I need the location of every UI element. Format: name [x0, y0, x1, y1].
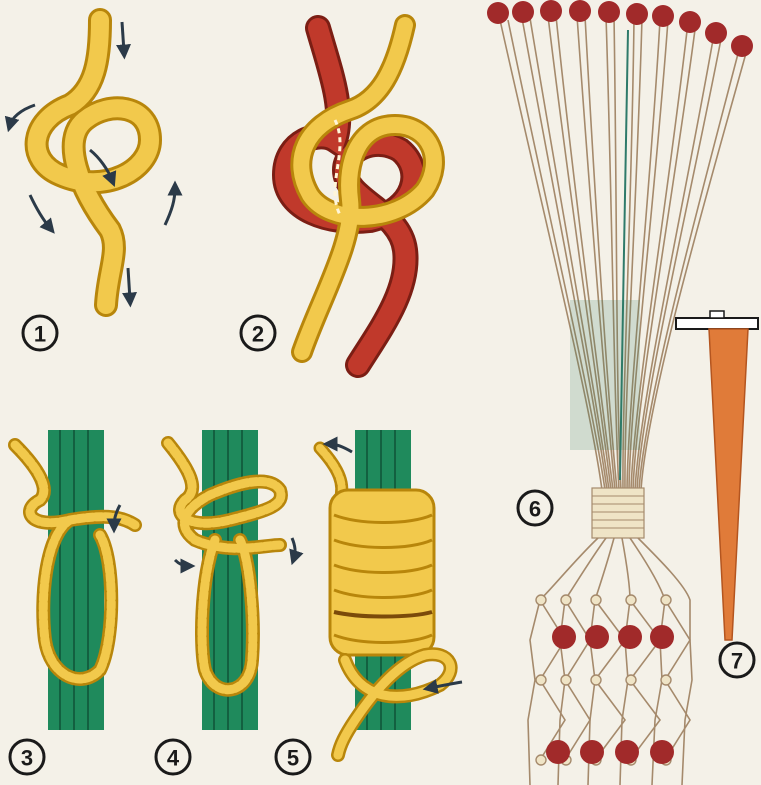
bead [650, 625, 674, 649]
knot-figure-5: 5 [276, 430, 462, 774]
figure-number-1: 1 [34, 322, 46, 347]
figure-number-5: 5 [287, 746, 299, 771]
bead [626, 3, 648, 25]
bead [618, 625, 642, 649]
net-knots [536, 595, 671, 765]
arrow-icon [165, 188, 175, 225]
bead [512, 1, 534, 23]
bead [652, 5, 674, 27]
bead [598, 1, 620, 23]
bead [585, 625, 609, 649]
knot-figure-2: 2 [241, 25, 434, 365]
figure-number-2: 2 [252, 322, 264, 347]
arrow-icon [175, 560, 188, 566]
arrow-icon [330, 444, 352, 452]
bead [580, 740, 604, 764]
arrow-icon [128, 268, 130, 300]
knot-figure-3: 3 [10, 430, 135, 774]
knot-figure-1: 1 [10, 20, 175, 350]
figure-number-6: 6 [529, 497, 541, 522]
figure-number-4: 4 [167, 746, 180, 771]
bead [552, 625, 576, 649]
bead [731, 35, 753, 57]
figure-number-7: 7 [731, 649, 743, 674]
bead [705, 22, 727, 44]
arrow-icon [292, 538, 295, 558]
peg-figure-7: 7 [676, 311, 758, 677]
bead [540, 0, 562, 22]
cord-coil-5 [330, 490, 434, 655]
bead [487, 2, 509, 24]
arrow-icon [30, 195, 50, 228]
bead [679, 11, 701, 33]
knot-figure-4: 4 [156, 430, 295, 774]
bead [569, 0, 591, 22]
net-beads [546, 625, 674, 764]
bead [546, 740, 570, 764]
peg-cap [676, 318, 758, 329]
bead [650, 740, 674, 764]
peg-body [709, 329, 748, 640]
figure-number-3: 3 [21, 746, 33, 771]
arrow-icon [122, 22, 124, 52]
bead [615, 740, 639, 764]
